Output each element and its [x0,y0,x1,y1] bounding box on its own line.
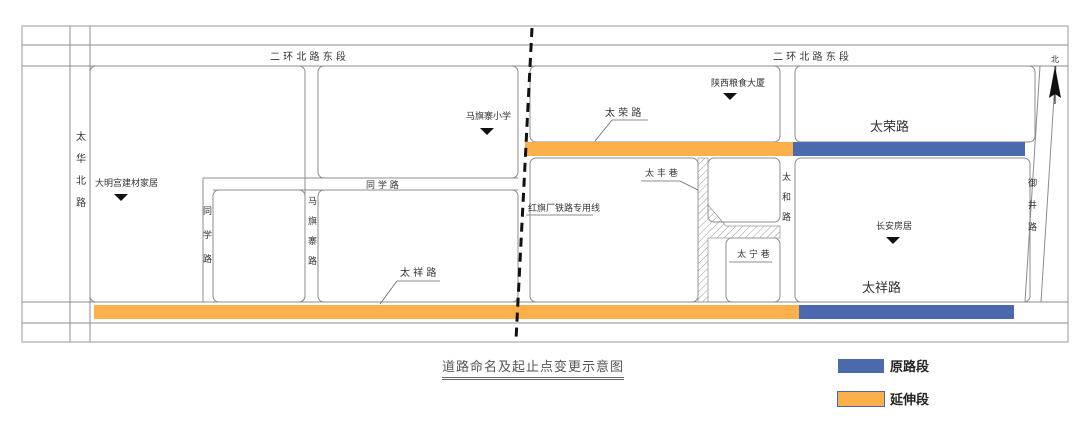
poi-changan: 长安房居 [876,220,912,232]
label-taixiang-big: 太祥路 [862,280,901,296]
label-tongxue-h: 同 学 路 [366,179,399,191]
label-railway: 红旗厂铁路专用线 [528,202,600,214]
label-taining: 太 宁 巷 [737,248,770,260]
poi-tower-marker [723,93,737,100]
poi-damingong: 大明宫建材家居 [95,177,158,189]
poi-maqizhai-school: 马旗寨小学 [466,110,511,122]
svg-text:御: 御 [1028,177,1037,189]
svg-text:路: 路 [76,196,86,209]
label-taixiang-small: 太 祥 路 [400,266,436,279]
svg-text:路: 路 [203,253,212,265]
label-taihe: 太和路 [782,171,791,223]
legend-extension-swatch [837,390,885,407]
north-arrow-icon: 北 [1049,55,1061,104]
svg-text:井: 井 [1028,199,1037,211]
poi-changan-marker [886,237,900,244]
svg-text:同: 同 [203,206,212,217]
svg-text:路: 路 [308,255,317,267]
label-tairong-big: 太荣路 [870,119,909,135]
label-erhuan-right: 二 环 北 路 东 段 [773,50,849,63]
svg-text:路: 路 [782,211,791,223]
tairong-extension [525,142,793,156]
label-erhuan-left: 二 环 北 路 东 段 [270,50,346,63]
poi-damingong-marker [114,194,128,201]
svg-text:北: 北 [1051,55,1059,64]
tairong-original [793,142,1025,156]
taixiang-extension [94,305,799,319]
legend-original: 原路段 [838,356,929,375]
label-tongxue-v: 同学路 [203,206,212,265]
poi-school-marker [480,128,494,135]
svg-text:北: 北 [76,175,86,187]
label-yujing: 御井路 [1028,177,1037,233]
svg-text:路: 路 [1028,221,1037,233]
taixiang-original [799,305,1014,319]
label-taifeng: 太 丰 巷 [645,167,678,179]
map-caption: 道路命名及起止点变更示意图 [442,356,625,380]
svg-text:学: 学 [203,229,212,241]
legend-extension-label: 延伸段 [890,393,930,408]
legend-original-label: 原路段 [890,360,930,375]
railway-line [514,27,534,341]
legend-extension: 延伸段 [837,389,930,408]
legend-original-swatch [838,358,884,373]
taifeng-lane [697,157,781,303]
legend: 原路段 延伸段 [837,356,930,422]
svg-text:太: 太 [76,130,86,143]
svg-text:马: 马 [308,196,317,207]
svg-text:寨: 寨 [308,235,317,247]
svg-text:太: 太 [782,171,791,183]
poi-shaanxi-tower: 陕西粮食大厦 [711,77,765,89]
svg-text:旗: 旗 [308,215,317,227]
svg-text:华: 华 [76,152,86,165]
label-tairong-small: 太 荣 路 [605,106,641,119]
svg-text:和: 和 [782,192,791,203]
map-border [21,25,1069,343]
